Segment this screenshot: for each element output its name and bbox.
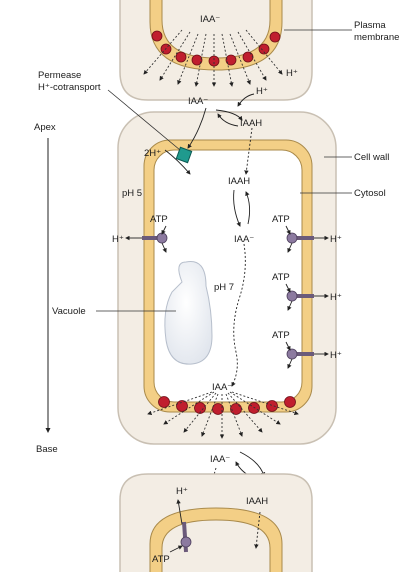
bottom-cell: H⁺ IAAH ATP — [120, 474, 312, 572]
vacuole-label: Vacuole — [52, 306, 86, 317]
efflux-carrier-icon — [249, 403, 260, 414]
atpase-pump-icon — [287, 349, 297, 359]
atpase-pump-icon — [181, 537, 191, 547]
efflux-carrier-icon — [270, 32, 280, 42]
plasma-membrane-label-line1: Plasma — [354, 20, 386, 31]
efflux-carrier-icon — [176, 52, 186, 62]
polarity-axis: Apex Base — [34, 122, 58, 455]
efflux-carrier-icon — [226, 55, 236, 65]
efflux-carrier-icon — [192, 55, 202, 65]
apex-label: Apex — [34, 122, 56, 133]
cytosol-label: Cytosol — [354, 188, 386, 199]
apex-iaa-anion-label: IAA⁻ — [188, 96, 208, 107]
plasma-membrane-label-line2: membrane — [354, 32, 399, 43]
top-cell: IAA⁻ H⁺ — [120, 0, 312, 100]
h-plus-left-label: H⁺ — [112, 234, 124, 245]
efflux-carrier-icon — [243, 52, 253, 62]
apex-h-plus-label: H⁺ — [256, 86, 268, 97]
atpase-pump-icon — [157, 233, 167, 243]
efflux-carrier-icon — [213, 404, 224, 415]
top-h-plus-label: H⁺ — [286, 68, 298, 79]
efflux-carrier-icon — [285, 397, 296, 408]
ph5-label: pH 5 — [122, 188, 142, 199]
efflux-carrier-icon — [267, 401, 278, 412]
two-h-plus-label: 2H⁺ — [144, 148, 161, 159]
cell-wall-label: Cell wall — [354, 152, 389, 163]
permease-label-line2: H⁺-cotransport — [38, 82, 101, 93]
bottom-iaah-label: IAAH — [246, 496, 268, 507]
atp-label-right-3: ATP — [272, 330, 290, 341]
atp-label-right-1: ATP — [272, 214, 290, 225]
efflux-carrier-icon — [152, 31, 162, 41]
main-cell: IAA⁻ H⁺ IAAH 2H⁺ IAAH IAA⁻ pH 5 pH 7 ATP… — [108, 86, 342, 444]
basal-protonation-arrow — [240, 452, 264, 476]
atp-label-right-2: ATP — [272, 272, 290, 283]
base-label: Base — [36, 444, 58, 455]
atpase-pump-icon — [287, 291, 297, 301]
efflux-carrier-icon — [209, 56, 219, 66]
top-iaa-label: IAA⁻ — [200, 14, 220, 25]
atp-label-left: ATP — [150, 214, 168, 225]
bottom-atp-label: ATP — [152, 554, 170, 565]
h-plus-right-3-label: H⁺ — [330, 350, 342, 361]
ph7-label: pH 7 — [214, 282, 234, 293]
basal-iaa-anion-label: IAA⁻ — [212, 382, 232, 393]
cyto-iaa-anion-label: IAA⁻ — [234, 234, 254, 245]
bottom-h-plus-label: H⁺ — [176, 486, 188, 497]
basal-iaa-anion-label-2: IAA⁻ — [210, 454, 230, 465]
permease-label-line1: Permease — [38, 70, 81, 81]
atpase-pump-icon — [287, 233, 297, 243]
efflux-carrier-icon — [159, 397, 170, 408]
bottom-cell-wall — [120, 474, 312, 572]
h-plus-right-1-label: H⁺ — [330, 234, 342, 245]
cyto-iaah-label: IAAH — [228, 176, 250, 187]
h-plus-right-2-label: H⁺ — [330, 292, 342, 303]
apex-iaah-label: IAAH — [240, 118, 262, 129]
